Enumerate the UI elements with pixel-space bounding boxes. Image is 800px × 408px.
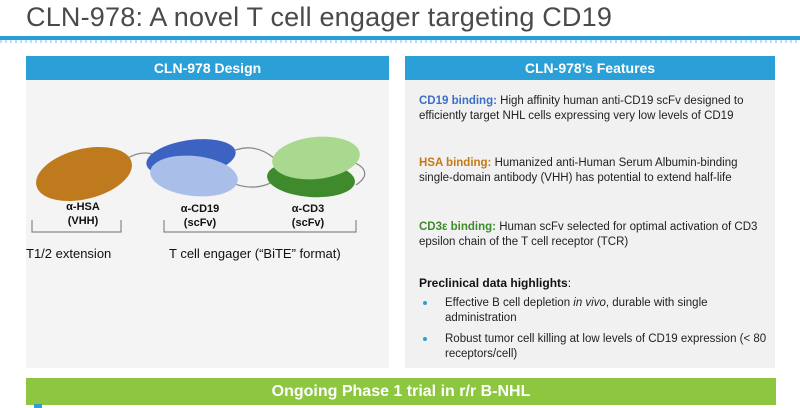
features-panel: CD19 binding: High affinity human anti-C…	[405, 80, 775, 368]
design-panel-header: CLN-978 Design	[26, 56, 389, 80]
bullet-icon	[423, 337, 427, 341]
features-panel-header: CLN-978’s Features	[405, 56, 775, 80]
highlight-item: Robust tumor cell killing at low levels …	[419, 332, 769, 362]
feature-cd3-text: Human scFv selected for optimal activati…	[419, 221, 758, 248]
feature-hsa-text: Humanized anti-Human Serum Albumin-bindi…	[419, 157, 738, 184]
cd19-label: α-CD19 (scFv)	[180, 203, 220, 229]
feature-hsa-key: HSA binding:	[419, 157, 492, 169]
design-panel: α-HSA (VHH) α-CD19 (scFv) α-CD3 (scFv) T…	[26, 80, 389, 368]
highlights-title: Preclinical data highlights:	[419, 276, 572, 290]
cd3-light-domain	[272, 136, 360, 180]
title-rule	[0, 36, 800, 40]
feature-cd3: CD3ε binding: Human scFv selected for op…	[419, 220, 769, 250]
phase1-banner: Ongoing Phase 1 trial in r/r B-NHL	[26, 378, 776, 405]
feature-cd19: CD19 binding: High affinity human anti-C…	[419, 94, 769, 124]
engager-bracket	[163, 220, 357, 233]
bullet-icon	[423, 301, 427, 305]
footer-mark	[34, 404, 42, 408]
engager-label: T cell engager (“BiTE” format)	[169, 246, 341, 261]
hsa-label: α-HSA (VHH)	[66, 201, 100, 227]
highlight-item: Effective B cell depletion in vivo, dura…	[419, 296, 769, 326]
cd3-label: α-CD3 (scFv)	[291, 203, 325, 229]
half-life-bracket	[31, 220, 122, 233]
cd19-light-domain	[150, 155, 238, 197]
half-life-label: T1/2 extension	[26, 246, 112, 261]
feature-hsa: HSA binding: Humanized anti-Human Serum …	[419, 156, 769, 186]
feature-cd19-text: High affinity human anti-CD19 scFv desig…	[419, 95, 744, 122]
hsa-vhh-domain	[36, 147, 132, 201]
feature-cd3-key: CD3ε binding:	[419, 221, 497, 233]
molecule-diagram	[31, 136, 366, 233]
feature-cd19-key: CD19 binding:	[419, 95, 497, 107]
title-rule-pattern	[0, 40, 800, 43]
slide-title: CLN-978: A novel T cell engager targetin…	[26, 2, 613, 32]
